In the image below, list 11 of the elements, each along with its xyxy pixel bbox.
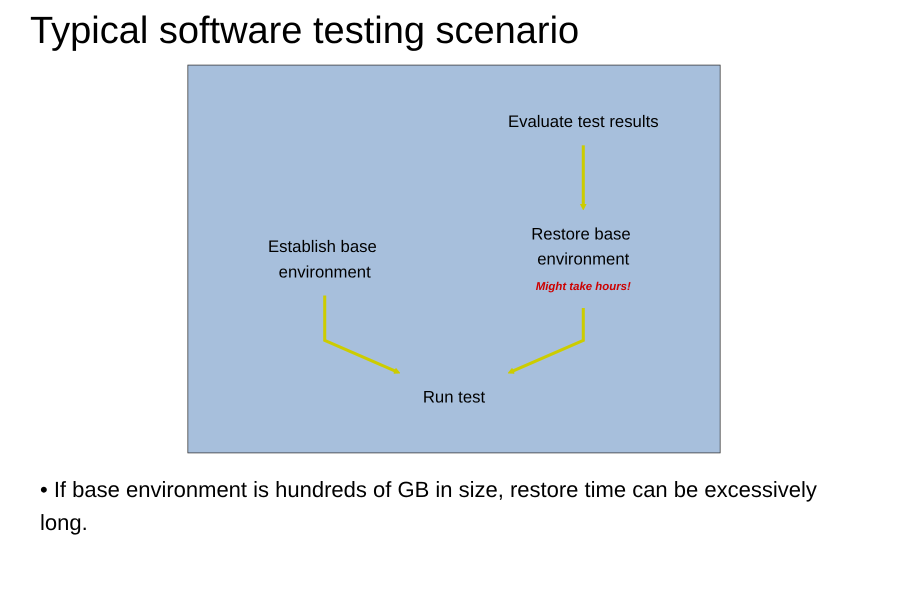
bullet-note: • If base environment is hundreds of GB in size, restore time can be excessively long.: [40, 476, 818, 537]
node-text: Evaluate test results: [508, 112, 659, 131]
slide-title: Typical software testing scenario: [30, 10, 580, 53]
node-label: Might take hours!: [536, 280, 631, 293]
node-text: Establish base environment: [268, 236, 377, 282]
cluster: [187, 64, 721, 454]
arrow: [508, 308, 585, 374]
arrow: [323, 296, 400, 374]
node-text: Run test: [422, 387, 486, 406]
node-text: Restore base environment: [531, 224, 631, 269]
arrow: [580, 145, 587, 210]
